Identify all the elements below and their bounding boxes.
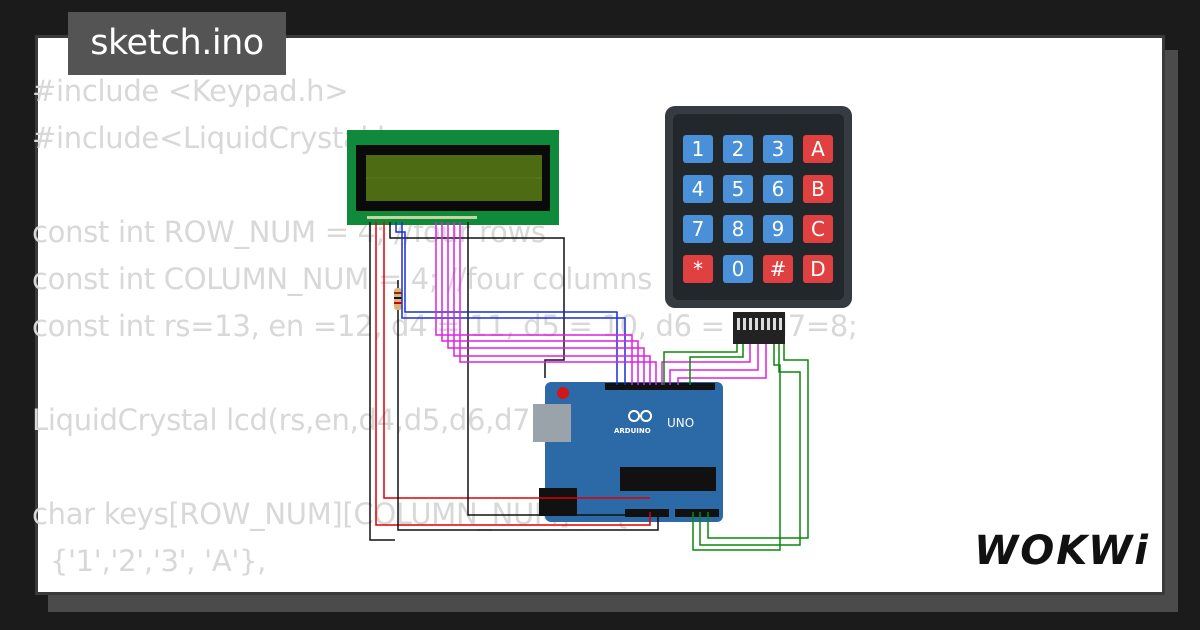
keypad-key[interactable]: * xyxy=(683,255,713,283)
keypad-key-label: C xyxy=(811,217,825,241)
keypad-key[interactable]: # xyxy=(763,255,793,283)
keypad-key[interactable]: 9 xyxy=(763,215,793,243)
code-line: #include <Keypad.h> xyxy=(32,74,349,108)
code-line: {'1','2','3', 'A'}, xyxy=(32,544,267,578)
keypad-key-label: 7 xyxy=(692,217,705,241)
lcd-display[interactable] xyxy=(347,130,559,225)
keypad-key[interactable]: 7 xyxy=(683,215,713,243)
file-tab[interactable]: sketch.ino xyxy=(68,12,286,75)
keypad-key-label: 0 xyxy=(732,257,745,281)
wokwi-logo: WOKWi xyxy=(974,528,1150,574)
resistor[interactable] xyxy=(394,280,402,318)
keypad-key[interactable]: C xyxy=(803,215,833,243)
arduino-brand-label: ARDUINO xyxy=(614,427,651,435)
keypad-key[interactable]: D xyxy=(803,255,833,283)
keypad-key-label: 9 xyxy=(772,217,785,241)
keypad-key-label: 8 xyxy=(732,217,745,241)
keypad-key[interactable]: 8 xyxy=(723,215,753,243)
keypad-key-label: 4 xyxy=(692,177,705,201)
keypad-key-label: 5 xyxy=(732,177,745,201)
wires xyxy=(369,222,809,551)
keypad-key-label: 3 xyxy=(772,137,785,161)
arduino-uno-board[interactable]: ARDUINO UNO xyxy=(533,382,723,522)
keypad-key[interactable]: 0 xyxy=(723,255,753,283)
keypad-key[interactable]: 5 xyxy=(723,175,753,203)
keypad-key[interactable]: 1 xyxy=(683,135,713,163)
keypad-key-label: B xyxy=(811,177,825,201)
keypad-key[interactable]: B xyxy=(803,175,833,203)
keypad-key-label: A xyxy=(811,137,825,161)
keypad-key-label: 2 xyxy=(732,137,745,161)
keypad-key-label: # xyxy=(770,257,787,281)
keypad-key[interactable]: 2 xyxy=(723,135,753,163)
keypad-key-label: 6 xyxy=(772,177,785,201)
arduino-model-label: UNO xyxy=(667,416,694,430)
keypad-key-label: * xyxy=(693,257,703,281)
keypad-key-label: 1 xyxy=(692,137,705,161)
code-line: LiquidCrystal lcd(rs,en,d4,d5,d6,d7); xyxy=(32,403,551,437)
keypad-key[interactable]: 3 xyxy=(763,135,793,163)
code-line: const int COLUMN_NUM = 4; //four columns xyxy=(32,262,653,296)
keypad-key-label: D xyxy=(810,257,825,281)
keypad[interactable]: 1 2 3 A 4 5 6 B 7 8 9 C * 0 # D xyxy=(665,106,852,344)
keypad-key[interactable]: 6 xyxy=(763,175,793,203)
keypad-key[interactable]: A xyxy=(803,135,833,163)
keypad-key[interactable]: 4 xyxy=(683,175,713,203)
